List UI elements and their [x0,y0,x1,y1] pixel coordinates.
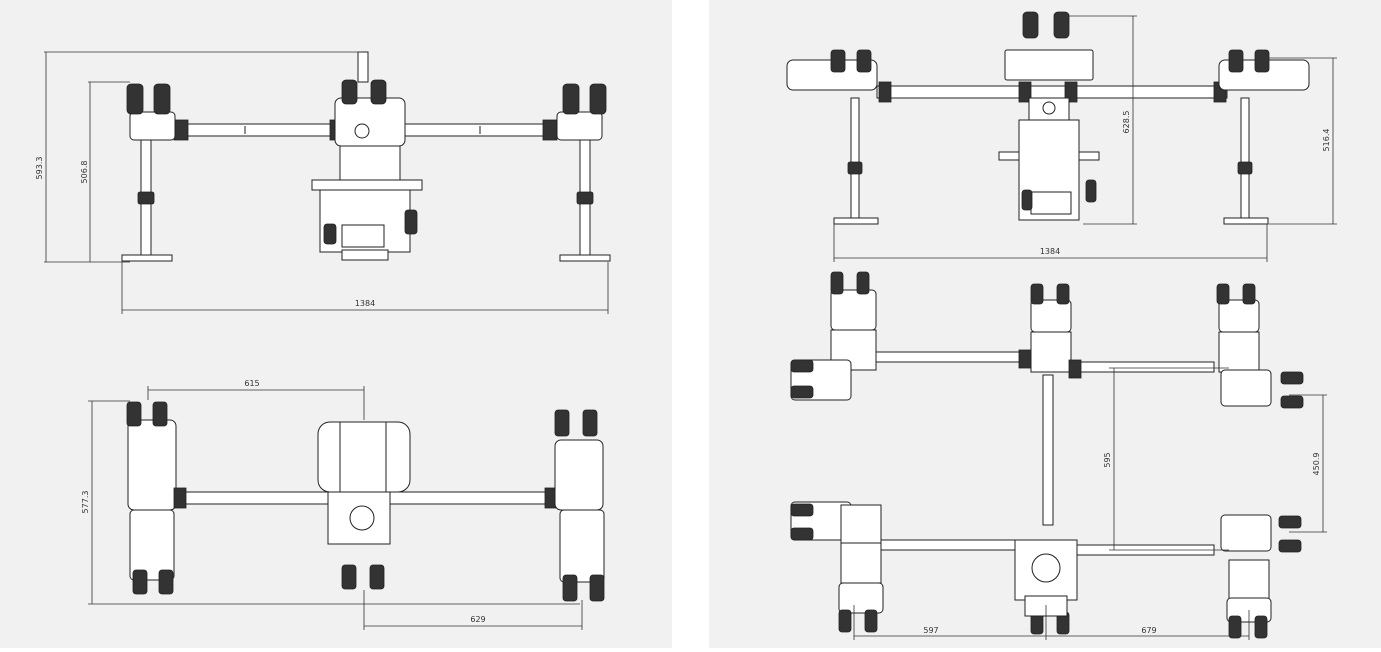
dim-right-span: 679 [1141,626,1156,635]
left-panel: 593.3 506.8 1384 [0,0,672,648]
dim-height-side: 516.4 [1322,129,1331,152]
dim-width-front: 1384 [355,299,375,308]
left-drawing: 593.3 506.8 1384 [35,51,611,630]
dim-height-total: 593.3 [35,157,44,180]
front-view-left [121,51,611,262]
top-view-left [126,401,605,602]
dim-width-right: 1384 [1040,247,1060,256]
top-view-right [790,271,1304,639]
dim-right-depth: 450.9 [1312,453,1321,476]
top-dimensions-left: 615 577.3 629 [81,379,583,630]
dim-left-span: 597 [923,626,938,635]
dim-vertical-arm: 595 [1103,452,1112,467]
dim-height-center: 628.5 [1122,111,1131,134]
right-drawing: 628.5 516.4 1384 [786,11,1337,640]
front-view-right [786,11,1310,225]
dim-arm: 629 [470,615,485,624]
front-dimensions-right: 628.5 516.4 1384 [833,15,1337,262]
top-dimensions-right: 595 450.9 597 679 [853,367,1327,640]
dim-depth: 577.3 [81,491,90,514]
right-panel: 628.5 516.4 1384 [709,0,1381,648]
dim-offset: 615 [244,379,259,388]
dim-height-eyepiece: 506.8 [80,161,89,184]
front-dimensions-left: 593.3 506.8 1384 [35,51,609,314]
